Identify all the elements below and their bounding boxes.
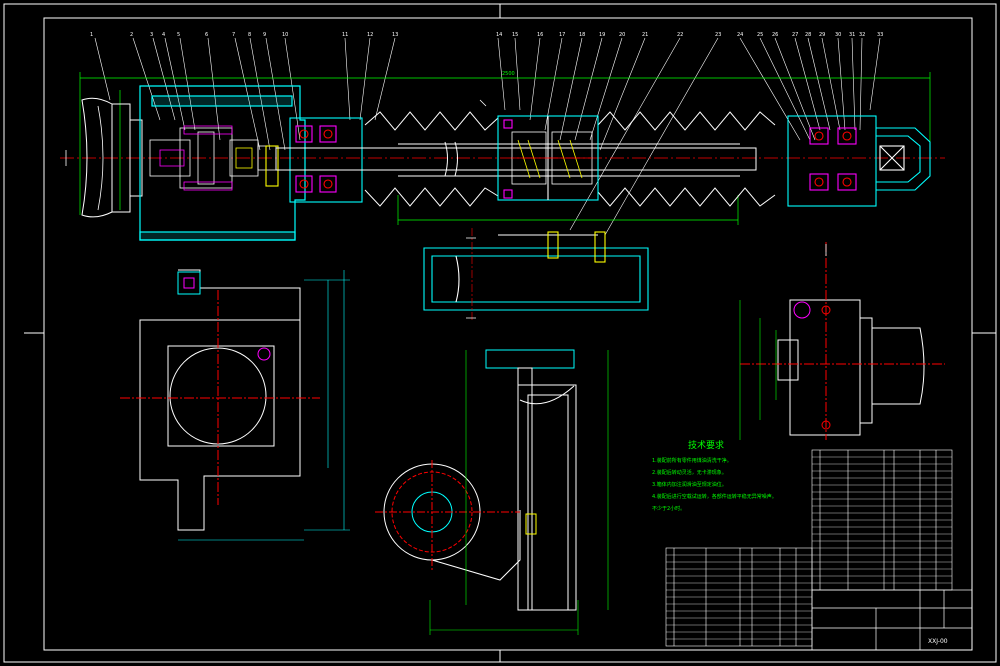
drawing-frame (3, 3, 997, 663)
svg-text:17: 17 (559, 32, 565, 38)
end-view-dimensions (739, 300, 777, 440)
svg-text:32: 32 (859, 32, 865, 38)
tech-req-title: 技术要求 (688, 439, 724, 451)
svg-text:2: 2 (130, 32, 133, 38)
parts-list-right-rows (812, 456, 952, 584)
main-shaft (275, 141, 757, 177)
svg-text:15: 15 (512, 32, 518, 38)
motor (81, 97, 143, 218)
end-cap (876, 127, 931, 191)
overall-dimension (79, 72, 931, 225)
svg-text:16: 16 (537, 32, 543, 38)
svg-text:25: 25 (757, 32, 763, 38)
left-bearing-housing (265, 117, 363, 203)
technical-requirements: 技术要求 1.装配前所有零件用煤油清洗干净。 2.装配后转动灵活，无卡滞现象。 … (652, 439, 777, 512)
svg-text:23: 23 (715, 32, 721, 38)
svg-text:30: 30 (835, 32, 841, 38)
svg-text:10: 10 (282, 32, 288, 38)
title-block (811, 589, 973, 651)
svg-text:1: 1 (90, 32, 93, 38)
tech-req-item-3: 3.箱体内加注润滑油至规定油位。 (652, 481, 727, 488)
tech-req-item-2: 2.装配后转动灵活，无卡滞现象。 (652, 469, 727, 476)
gearbox-housing (139, 85, 306, 241)
svg-text:27: 27 (792, 32, 798, 38)
inlet-side-view (375, 349, 577, 611)
overall-dimension-value: 2500 (502, 71, 515, 77)
svg-text:28: 28 (805, 32, 811, 38)
end-view (740, 242, 945, 440)
svg-text:14: 14 (496, 32, 502, 38)
part-leaders-top (94, 37, 881, 236)
svg-text:3: 3 (150, 32, 153, 38)
tech-req-item-5: 不少于2小时。 (652, 505, 685, 512)
side-view-dimensions (178, 270, 350, 541)
svg-text:4: 4 (162, 32, 165, 38)
svg-text:9: 9 (263, 32, 266, 38)
svg-text:18: 18 (579, 32, 585, 38)
screw-flights (364, 111, 776, 207)
svg-text:12: 12 (367, 32, 373, 38)
tech-req-item-4: 4.装配后进行空载试运转，各部件运转平稳无异常噪声。 (652, 493, 777, 500)
inlet-view-dimensions (429, 350, 609, 635)
svg-text:7: 7 (232, 32, 235, 38)
svg-text:24: 24 (737, 32, 743, 38)
tech-req-item-1: 1.装配前所有零件用煤油清洗干净。 (652, 457, 732, 464)
parts-list-left-rows (666, 554, 812, 640)
svg-text:6: 6 (205, 32, 208, 38)
svg-text:21: 21 (642, 32, 648, 38)
section-markers (65, 99, 827, 319)
svg-text:20: 20 (619, 32, 625, 38)
right-bearing-housing (787, 115, 877, 207)
coupling-internals (511, 131, 593, 185)
svg-text:11: 11 (342, 32, 348, 38)
svg-text:5: 5 (177, 32, 180, 38)
trough-section (423, 231, 649, 311)
gearbox-side-view (120, 269, 320, 531)
svg-text:8: 8 (248, 32, 251, 38)
gearbox-internals (149, 125, 277, 191)
svg-text:33: 33 (877, 32, 883, 38)
svg-text:31: 31 (849, 32, 855, 38)
svg-text:13: 13 (392, 32, 398, 38)
svg-text:26: 26 (772, 32, 778, 38)
svg-text:22: 22 (677, 32, 683, 38)
drawing-number: XXJ-00 (928, 638, 948, 645)
svg-text:29: 29 (819, 32, 825, 38)
svg-text:19: 19 (599, 32, 605, 38)
